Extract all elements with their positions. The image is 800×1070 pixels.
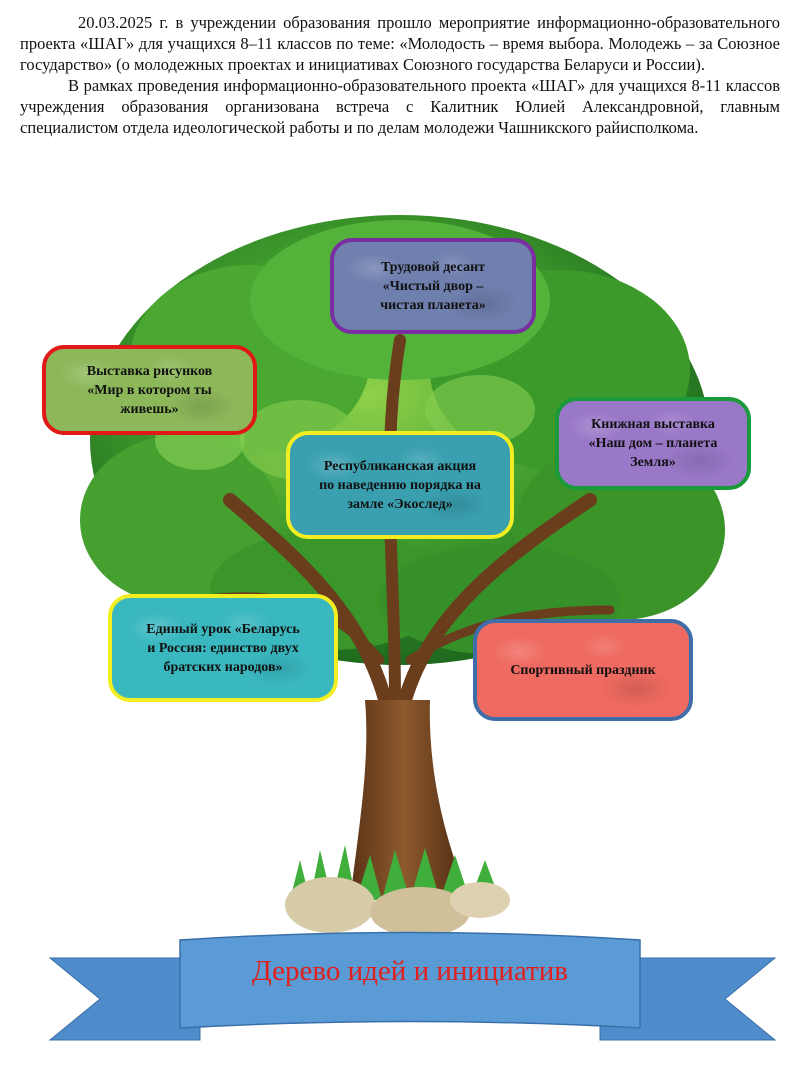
paragraph-1: 20.03.2025 г. в учреждении образования п… xyxy=(20,13,780,74)
eco-action-label: Республиканская акция по наведению поряд… xyxy=(319,458,481,512)
grass-and-stones xyxy=(285,845,510,937)
drawings-exhibition-box: Выставка рисунков «Мир в котором ты живе… xyxy=(42,345,257,435)
drawings-exhibition-label: Выставка рисунков «Мир в котором ты живе… xyxy=(86,363,213,417)
sports-festival-label: Спортивный праздник xyxy=(510,662,656,678)
banner-ribbon xyxy=(48,931,777,1041)
banner-title: Дерево идей и инициатив xyxy=(252,955,568,987)
eco-action-box: Республиканская акция по наведению поряд… xyxy=(286,431,514,539)
book-exhibition-label: Книжная выставка «Наш дом – планета Земл… xyxy=(588,417,718,470)
unified-lesson-box: Единый урок «Беларусь и Россия: единство… xyxy=(108,594,338,702)
labor-landing-label: Трудовой десант «Чистый двор – чистая пл… xyxy=(380,259,486,313)
intro-text: 20.03.2025 г. в учреждении образования п… xyxy=(20,12,780,138)
paragraph-2: В рамках проведения информационно-образо… xyxy=(20,76,780,137)
labor-landing-box: Трудовой десант «Чистый двор – чистая пл… xyxy=(330,238,536,334)
unified-lesson-label: Единый урок «Беларусь и Россия: единство… xyxy=(146,621,300,675)
sports-festival-box: Спортивный праздник xyxy=(473,619,693,721)
book-exhibition-box: Книжная выставка «Наш дом – планета Земл… xyxy=(555,397,751,490)
tree-trunk xyxy=(350,700,470,900)
